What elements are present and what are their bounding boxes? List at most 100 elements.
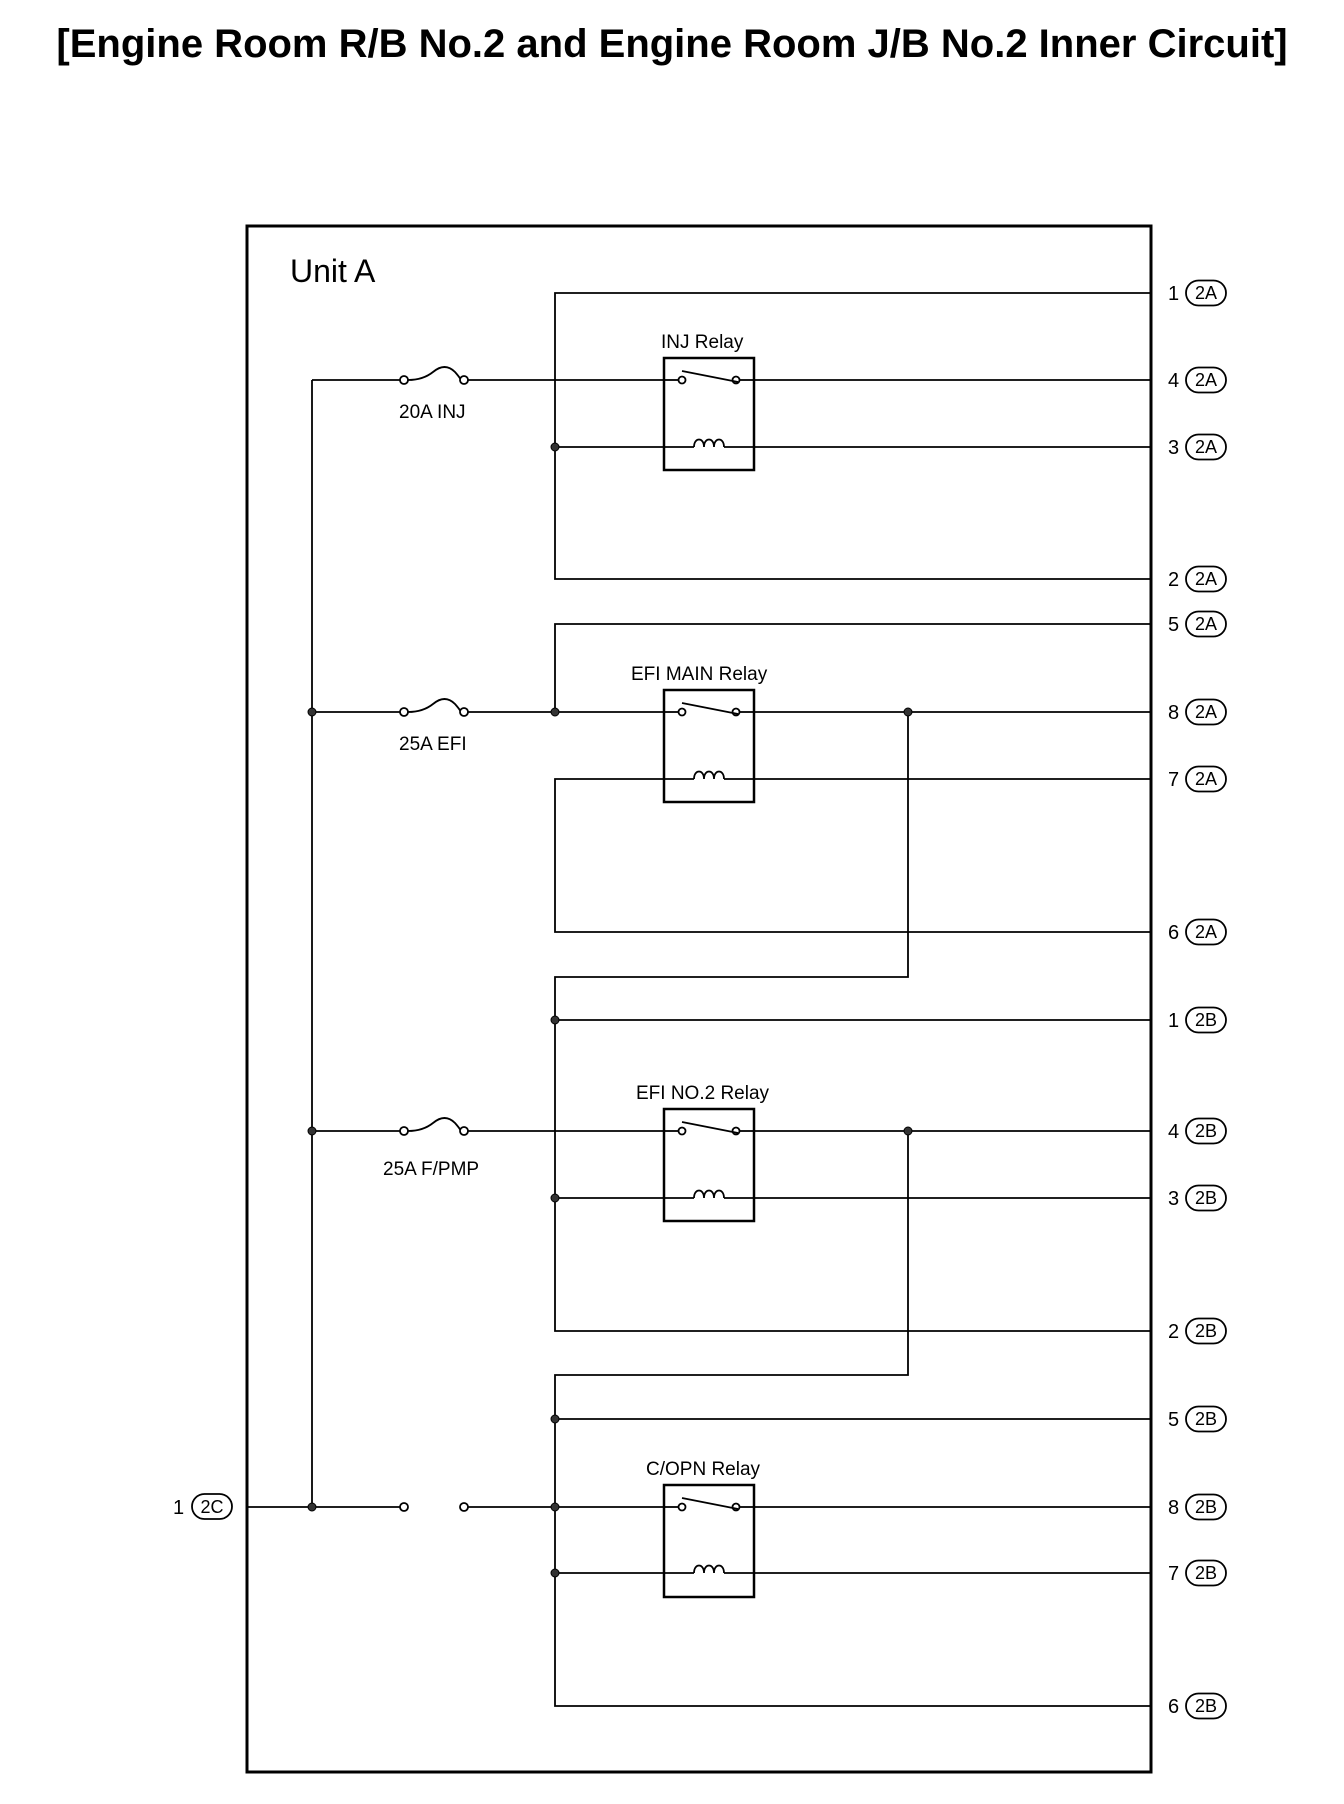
terminal-pin-number: 7 bbox=[1168, 1563, 1179, 1585]
terminal-pin-number: 3 bbox=[1168, 437, 1179, 459]
wire bbox=[554, 778, 1151, 933]
junction-dot bbox=[550, 442, 560, 452]
terminal-2-2A: 2 2A bbox=[1168, 565, 1227, 593]
junction-dot bbox=[550, 1568, 560, 1578]
connector-badge bbox=[1185, 366, 1227, 394]
efi-no2-relay bbox=[662, 1107, 756, 1223]
junction-dot bbox=[307, 1126, 317, 1136]
terminal-8-2B: 8 2B bbox=[1168, 1493, 1227, 1521]
terminal-connector-id: 2A bbox=[1195, 437, 1217, 457]
terminal-2-2B: 2 2B bbox=[1168, 1317, 1227, 1345]
terminal-connector-id: 2B bbox=[1195, 1321, 1217, 1341]
terminal-7-2A: 7 2A bbox=[1168, 765, 1227, 793]
open-link bbox=[399, 1502, 469, 1512]
relay-3-internals bbox=[664, 1497, 754, 1574]
terminal-connector-id: 2A bbox=[1195, 769, 1217, 789]
connector-badge bbox=[1185, 1692, 1227, 1720]
wire bbox=[554, 1131, 1151, 1707]
terminal-connector-id: 2B bbox=[1195, 1121, 1217, 1141]
fuse-25a-efi bbox=[399, 698, 469, 717]
terminal-6-2A: 6 2A bbox=[1168, 918, 1227, 946]
terminal-pin-number: 8 bbox=[1168, 702, 1179, 724]
terminal-connector-id: 2A bbox=[1195, 614, 1217, 634]
terminal-pin-number: 1 bbox=[1168, 283, 1179, 305]
fuse-label: 20A INJ bbox=[399, 402, 466, 423]
wire bbox=[554, 623, 1151, 712]
terminal-3-2B: 3 2B bbox=[1168, 1184, 1227, 1212]
terminal-connector-id: 2A bbox=[1195, 283, 1217, 303]
switch-contact bbox=[677, 1126, 687, 1136]
relay-0-internals bbox=[664, 370, 754, 448]
terminal-3-2A: 3 2A bbox=[1168, 433, 1227, 461]
relay-label: INJ Relay bbox=[661, 332, 744, 353]
fuse-label: 25A EFI bbox=[399, 734, 467, 755]
relay-label: EFI MAIN Relay bbox=[631, 664, 768, 685]
connector-badge bbox=[1185, 433, 1227, 461]
diagram-title: [Engine Room R/B No.2 and Engine Room J/… bbox=[56, 22, 1288, 66]
coil-winding bbox=[693, 770, 725, 780]
terminal-connector-id: 2B bbox=[1195, 1497, 1217, 1517]
connector-badge bbox=[1185, 698, 1227, 726]
input-terminal: 1 2C bbox=[173, 1493, 233, 1520]
switch-contact bbox=[677, 375, 687, 385]
junction-dot bbox=[550, 707, 560, 717]
connector-badge bbox=[1185, 765, 1227, 793]
terminal-pin-number: 3 bbox=[1168, 1188, 1179, 1210]
terminal-pin-number: 6 bbox=[1168, 922, 1179, 944]
junction-dot bbox=[550, 1015, 560, 1025]
input-connector-id: 2C bbox=[200, 1497, 223, 1517]
connector-badge bbox=[1185, 610, 1227, 638]
switch-contact bbox=[677, 1502, 687, 1512]
terminal-connector-id: 2A bbox=[1195, 370, 1217, 390]
copn-relay bbox=[662, 1483, 756, 1599]
terminal-pin-number: 2 bbox=[1168, 569, 1179, 591]
terminal-connector-id: 2A bbox=[1195, 922, 1217, 942]
connector-badge bbox=[1185, 1405, 1227, 1433]
fuse-label: 25A F/PMP bbox=[383, 1159, 479, 1180]
terminal-5-2A: 5 2A bbox=[1168, 610, 1227, 638]
fuse-25a-fpmp bbox=[399, 1117, 469, 1136]
terminal-pin-number: 4 bbox=[1168, 1121, 1179, 1143]
junction-dot bbox=[550, 1193, 560, 1203]
switch-blade bbox=[681, 370, 739, 383]
terminal-connector-id: 2B bbox=[1195, 1010, 1217, 1030]
wire bbox=[554, 292, 1151, 580]
unit-label: Unit A bbox=[290, 253, 376, 289]
relay-1-internals bbox=[664, 702, 754, 780]
terminal-pin-number: 7 bbox=[1168, 769, 1179, 791]
relay-2-internals bbox=[664, 1121, 754, 1199]
connector-badge bbox=[1185, 1006, 1227, 1034]
connector-badge bbox=[1185, 1117, 1227, 1145]
connector-badge bbox=[1185, 279, 1227, 307]
junction-dots bbox=[307, 442, 913, 1578]
terminal-pin-number: 2 bbox=[1168, 1321, 1179, 1343]
fuse-20a-inj bbox=[399, 366, 469, 385]
connector-badge bbox=[1185, 565, 1227, 593]
connector-badge bbox=[1185, 1317, 1227, 1345]
switch-blade bbox=[681, 1121, 739, 1134]
terminal-pin-number: 5 bbox=[1168, 1409, 1179, 1431]
switch-contact bbox=[677, 707, 687, 717]
relay-internals bbox=[664, 370, 754, 1574]
connector-badge bbox=[1185, 1493, 1227, 1521]
terminal-4-2A: 4 2A bbox=[1168, 366, 1227, 394]
terminal-pin-number: 6 bbox=[1168, 1696, 1179, 1718]
terminal-pin-number: 5 bbox=[1168, 614, 1179, 636]
connector-badge bbox=[1185, 918, 1227, 946]
connector-badge bbox=[1185, 1559, 1227, 1587]
inj-relay bbox=[662, 356, 756, 472]
terminal-connector-id: 2A bbox=[1195, 569, 1217, 589]
connector-badge bbox=[1185, 1184, 1227, 1212]
terminal-pin-number: 8 bbox=[1168, 1497, 1179, 1519]
coil-winding bbox=[693, 438, 725, 448]
coil-winding bbox=[693, 1564, 725, 1574]
junction-dot bbox=[550, 1414, 560, 1424]
terminal-pin-number: 4 bbox=[1168, 370, 1179, 392]
terminal-connector-id: 2B bbox=[1195, 1188, 1217, 1208]
